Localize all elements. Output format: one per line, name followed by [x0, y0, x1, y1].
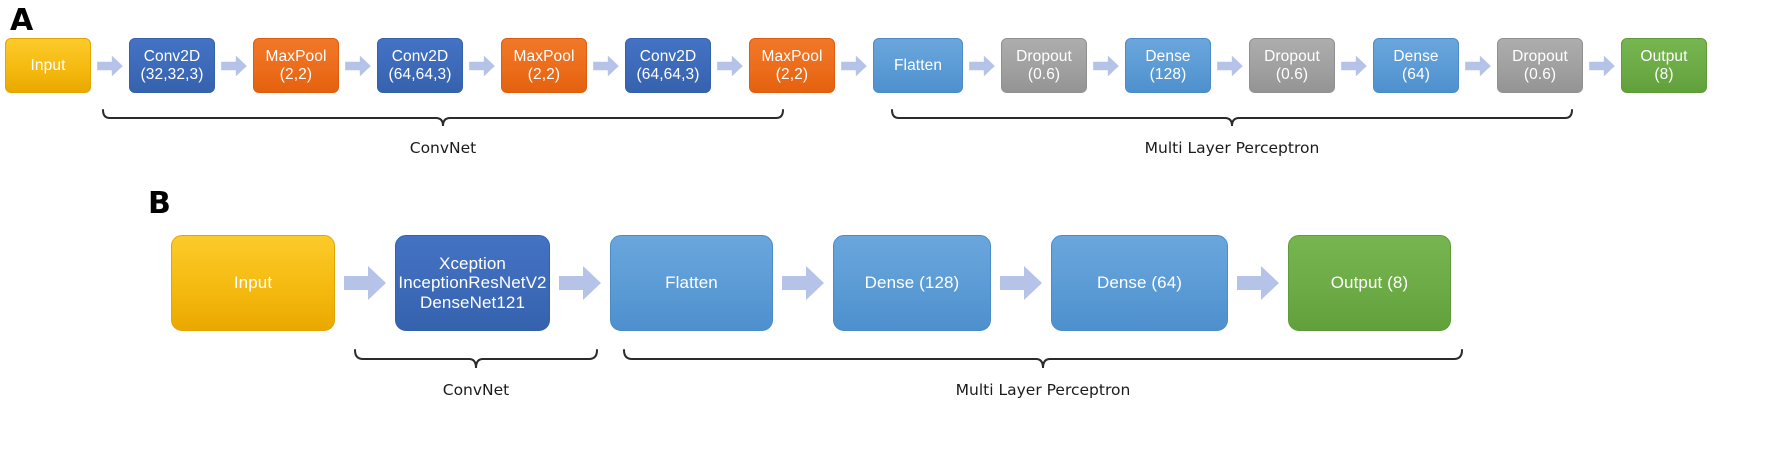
right-arrow-icon [96, 55, 124, 77]
node-label: Conv2D(64,64,3) [388, 47, 452, 83]
right-arrow-icon [968, 55, 996, 77]
bracket-label-panel-a-convnet: ConvNet [409, 139, 477, 157]
panel-a-node-conv2d-1: Conv2D(32,32,3) [129, 38, 215, 93]
panel-b-node-output: Output (8) [1288, 235, 1451, 331]
panel-a-flow: Input Conv2D(32,32,3) MaxPool(2,2) Conv2D(6… [5, 38, 1707, 93]
panel-a-node-dense-64: Dense(64) [1373, 38, 1459, 93]
panel-a-node-conv2d-2: Conv2D(64,64,3) [377, 38, 463, 93]
node-label: Output (8) [1330, 273, 1409, 293]
right-arrow-icon [592, 55, 620, 77]
bracket-panel-b-convnet [352, 348, 600, 380]
node-label: MaxPool(2,2) [513, 47, 575, 83]
panel-a-node-dropout-1: Dropout(0.6) [1001, 38, 1087, 93]
panel-a-node-flatten: Flatten [873, 38, 963, 93]
right-arrow-icon [840, 55, 868, 77]
panel-b-node-dense-128: Dense (128) [833, 235, 991, 331]
node-label: Input [233, 273, 273, 293]
node-label: MaxPool(2,2) [265, 47, 327, 83]
bracket-label-panel-a-mlp: Multi Layer Perceptron [1144, 139, 1320, 157]
node-label: Dense (64) [1096, 273, 1183, 293]
right-arrow-icon [1237, 265, 1279, 301]
right-arrow-icon [1340, 55, 1368, 77]
panel-a-node-input: Input [5, 38, 91, 93]
right-arrow-icon [1216, 55, 1244, 77]
panel-a-node-dropout-2: Dropout(0.6) [1249, 38, 1335, 93]
bracket-label-panel-b-mlp: Multi Layer Perceptron [955, 381, 1131, 399]
right-arrow-icon [1588, 55, 1616, 77]
panel-b-letter: B [148, 186, 171, 221]
panel-a-node-conv2d-3: Conv2D(64,64,3) [625, 38, 711, 93]
right-arrow-icon [344, 265, 386, 301]
bracket-panel-a-mlp [889, 108, 1575, 138]
node-label: Output(8) [1640, 47, 1688, 83]
node-label: Dense(128) [1145, 47, 1191, 83]
right-arrow-icon [716, 55, 744, 77]
bracket-panel-a-convnet [100, 108, 786, 138]
right-arrow-icon [1000, 265, 1042, 301]
node-label: Conv2D(32,32,3) [140, 47, 204, 83]
node-label: Conv2D(64,64,3) [636, 47, 700, 83]
right-arrow-icon [1464, 55, 1492, 77]
right-arrow-icon [344, 55, 372, 77]
node-label: Dropout(0.6) [1264, 47, 1320, 83]
node-label: Flatten [893, 56, 943, 74]
panel-a-node-output: Output(8) [1621, 38, 1707, 93]
node-label: Dropout(0.6) [1016, 47, 1072, 83]
node-label: Input [30, 56, 66, 74]
panel-a-node-maxpool-1: MaxPool(2,2) [253, 38, 339, 93]
node-label: Dense (128) [864, 273, 960, 293]
node-label: Dense(64) [1393, 47, 1439, 83]
right-arrow-icon [782, 265, 824, 301]
panel-a-node-maxpool-2: MaxPool(2,2) [501, 38, 587, 93]
panel-b-node-input: Input [171, 235, 335, 331]
panel-a-node-dense-128: Dense(128) [1125, 38, 1211, 93]
bracket-panel-b-mlp [621, 348, 1465, 380]
node-label: Dropout(0.6) [1512, 47, 1568, 83]
panel-a-node-dropout-3: Dropout(0.6) [1497, 38, 1583, 93]
right-arrow-icon [220, 55, 248, 77]
panel-b-node-dense-64: Dense (64) [1051, 235, 1228, 331]
node-label: Flatten [665, 273, 718, 293]
node-label: MaxPool(2,2) [761, 47, 823, 83]
panel-a-letter: A [10, 3, 34, 38]
right-arrow-icon [559, 265, 601, 301]
panel-b-node-flatten: Flatten [610, 235, 773, 331]
bracket-label-panel-b-convnet: ConvNet [442, 381, 510, 399]
right-arrow-icon [468, 55, 496, 77]
right-arrow-icon [1092, 55, 1120, 77]
panel-a-node-maxpool-3: MaxPool(2,2) [749, 38, 835, 93]
